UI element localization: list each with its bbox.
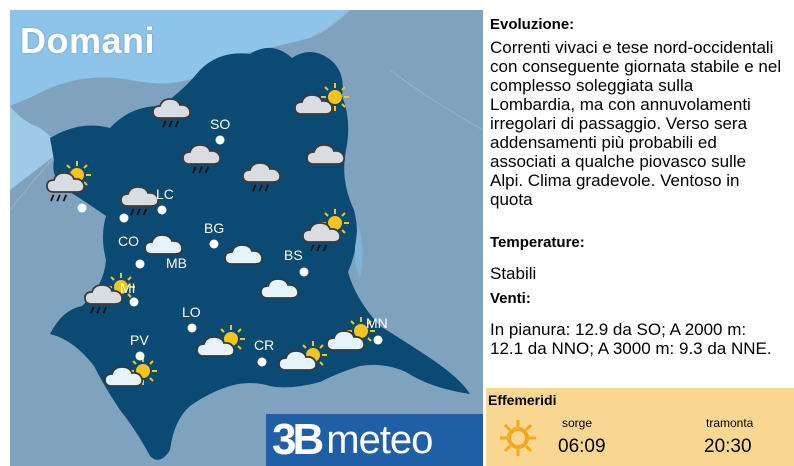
city-dot-co (119, 213, 129, 223)
sorge-time: 06:09 (558, 436, 606, 457)
city-label-lc: LC (156, 186, 174, 202)
temperature-label: Temperature: (490, 234, 585, 251)
lombardia-map: SO LC CO BG MB BS MI LO PV CR MN (10, 10, 483, 466)
sea-area (10, 106, 62, 190)
venti-label: Venti: (490, 290, 531, 307)
city-dot-so (215, 135, 225, 145)
sorge-label: sorge (562, 416, 593, 430)
sky-area (10, 10, 350, 106)
city-label-cr: CR (254, 337, 274, 353)
sun-icon (500, 420, 536, 456)
city-dot-lo (187, 323, 197, 333)
city-dot-lc (157, 205, 167, 215)
city-dot-bs (299, 267, 309, 277)
city-dot-cr (257, 357, 267, 367)
city-label-co: CO (118, 233, 139, 249)
temperature-text: Stabili (490, 264, 537, 283)
city-dot-mi (129, 297, 139, 307)
city-label-mi: MI (120, 280, 136, 296)
logo-number: 3B (272, 415, 324, 464)
city-label-bg: BG (204, 220, 224, 236)
evoluzione-label: Evoluzione: (490, 16, 575, 33)
3bmeteo-logo[interactable]: 3B meteo (266, 414, 483, 466)
city-label-lo: LO (182, 304, 201, 320)
tramonta-time: 20:30 (704, 436, 752, 457)
map-title: Domani (20, 20, 156, 61)
logo-word: meteo (326, 417, 433, 462)
evoluzione-text: Correnti vivaci e tese nord-occidentali … (490, 38, 782, 209)
city-dot-mn (373, 335, 383, 345)
effemeridi-box: Effemeridi sorge 06:09 tramonta 20:30 (486, 388, 794, 466)
lake-garda (354, 224, 363, 278)
effemeridi-title: Effemeridi (488, 392, 557, 408)
venti-text: In pianura: 12.9 da SO; A 2000 m: 12.1 d… (490, 320, 772, 358)
city-label-pv: PV (130, 332, 149, 348)
city-label-mb: MB (166, 255, 187, 271)
city-label-so: SO (210, 116, 230, 132)
tramonta-label: tramonta (706, 416, 754, 430)
city-dot-pv (135, 351, 145, 361)
city-label-mn: MN (366, 315, 388, 331)
city-dot-extra (77, 203, 87, 213)
city-label-bs: BS (284, 247, 303, 263)
city-dot-mb (135, 259, 145, 269)
city-dot-bg (209, 239, 219, 249)
